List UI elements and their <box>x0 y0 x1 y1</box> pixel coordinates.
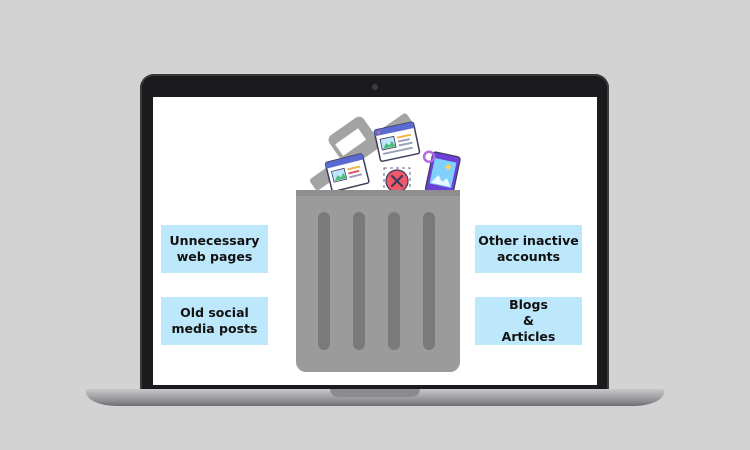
laptop-base <box>86 389 664 406</box>
laptop-base-notch <box>330 389 420 397</box>
webpage-icon <box>324 153 370 193</box>
webpage-icon <box>373 121 421 162</box>
label-other-inactive-accounts: Other inactive accounts <box>475 225 582 273</box>
delete-x-icon <box>383 167 411 195</box>
label-old-social-media-posts: Old social media posts <box>161 297 268 345</box>
phone-post-icon <box>422 150 461 197</box>
label-unnecessary-web-pages: Unnecessary web pages <box>161 225 268 273</box>
camera-icon <box>372 84 378 90</box>
label-blogs-articles: Blogs & Articles <box>475 297 582 345</box>
trash-body <box>296 190 460 372</box>
